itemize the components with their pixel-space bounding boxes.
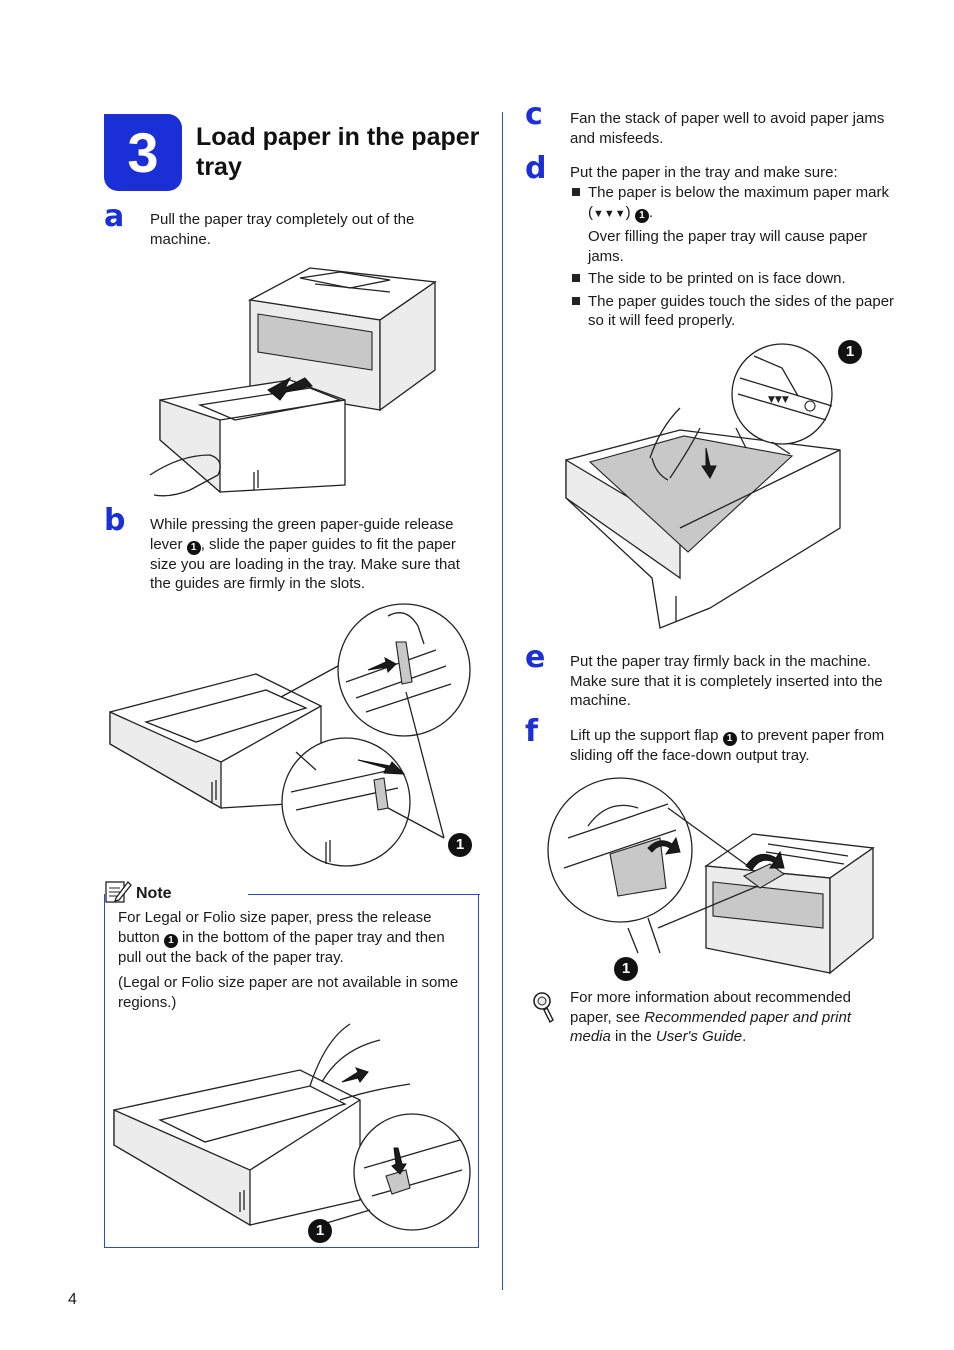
step-d-bullet-2: The side to be printed on is face down. (570, 269, 900, 289)
illustration-release-button (113, 1023, 471, 1231)
step-b-text-part: , slide the paper guides to fit the pape… (150, 535, 460, 593)
column-divider (502, 112, 503, 1290)
illustration-paper-guides (109, 603, 471, 867)
step-title: Load paper in the paper tray (196, 123, 480, 181)
step-d-intro: Put the paper in the tray and make sure: (570, 164, 838, 181)
step-d-bullet-1-sub: Over filling the paper tray will cause p… (588, 228, 868, 265)
note-box (104, 894, 479, 1248)
note-text-part: in the bottom of the paper tray and then… (118, 928, 445, 966)
step-d-bullet-1: The paper is below the maximum paper mar… (570, 183, 900, 266)
tip-text-part: . (742, 1028, 747, 1045)
illustration-support-flap (547, 777, 875, 975)
step-f-text-part: to prevent paper from sliding off the fa… (570, 727, 885, 764)
note-top-rule (248, 894, 480, 895)
page-number: 4 (68, 1291, 77, 1308)
step-d-bullet-3: The paper guides touch the sides of the … (570, 292, 900, 331)
tip-link-text: Recommended paper and print media (570, 1008, 852, 1046)
tip-text-part: For more information about recommended p… (570, 989, 851, 1026)
step-f-letter: f (525, 714, 539, 749)
max-paper-mark: ▼▼▼ (593, 207, 626, 220)
tip-text: For more information about recommended p… (570, 988, 890, 1047)
magnifier-icon (533, 992, 554, 1024)
illustration-pull-tray (149, 267, 437, 497)
step-a-letter: a (104, 199, 125, 234)
bullet-text-part: ) (625, 203, 635, 221)
callout-1-badge: 1 (308, 1219, 332, 1243)
step-f-text-part: Lift up the support flap (570, 727, 723, 744)
pencil-note-icon (105, 881, 132, 903)
note-heading: Note (136, 885, 172, 902)
step-d-letter: d (525, 151, 547, 186)
step-c-letter: c (525, 97, 543, 132)
note-paragraph-1: For Legal or Folio size paper, press the… (118, 908, 468, 967)
step-b-text-part: While pressing the green paper-guide rel… (150, 516, 454, 553)
callout-1-badge: 1 (838, 340, 862, 364)
callout-1-marker: 1 (186, 540, 201, 555)
callout-1-marker: 1 (634, 208, 649, 223)
tip-text-part: in the (610, 1028, 656, 1045)
step-e-letter: e (525, 640, 546, 675)
svg-text:▼▼▼: ▼▼▼ (768, 395, 789, 405)
bullet-text-part: . (648, 203, 654, 221)
step-b-text: While pressing the green paper-guide rel… (150, 515, 480, 594)
step-c-text: Fan the stack of paper well to avoid pap… (570, 110, 885, 147)
callout-1-badge: 1 (614, 957, 638, 981)
callout-1-badge: 1 (448, 833, 472, 857)
step-e-text: Put the paper tray firmly back in the ma… (570, 653, 883, 709)
callout-1-marker: 1 (163, 933, 178, 948)
step-b-letter: b (104, 503, 126, 538)
illustration-load-paper: ▼▼▼ (565, 343, 841, 629)
step-d-bullets: The paper is below the maximum paper mar… (570, 183, 900, 334)
bullet-text-part: The paper is below the maximum paper mar… (588, 184, 889, 221)
tip-guide-name: User's Guide (655, 1028, 743, 1045)
step-number-badge: 3 (104, 114, 182, 191)
callout-1-marker: 1 (722, 732, 737, 746)
note-paragraph-2: (Legal or Folio size paper are not avail… (118, 974, 459, 1011)
step-a-text: Pull the paper tray completely out of th… (150, 211, 415, 248)
note-text-part: For Legal or Folio size paper, press the… (118, 909, 432, 946)
step-f-text: Lift up the support flap 1 to prevent pa… (570, 726, 905, 766)
